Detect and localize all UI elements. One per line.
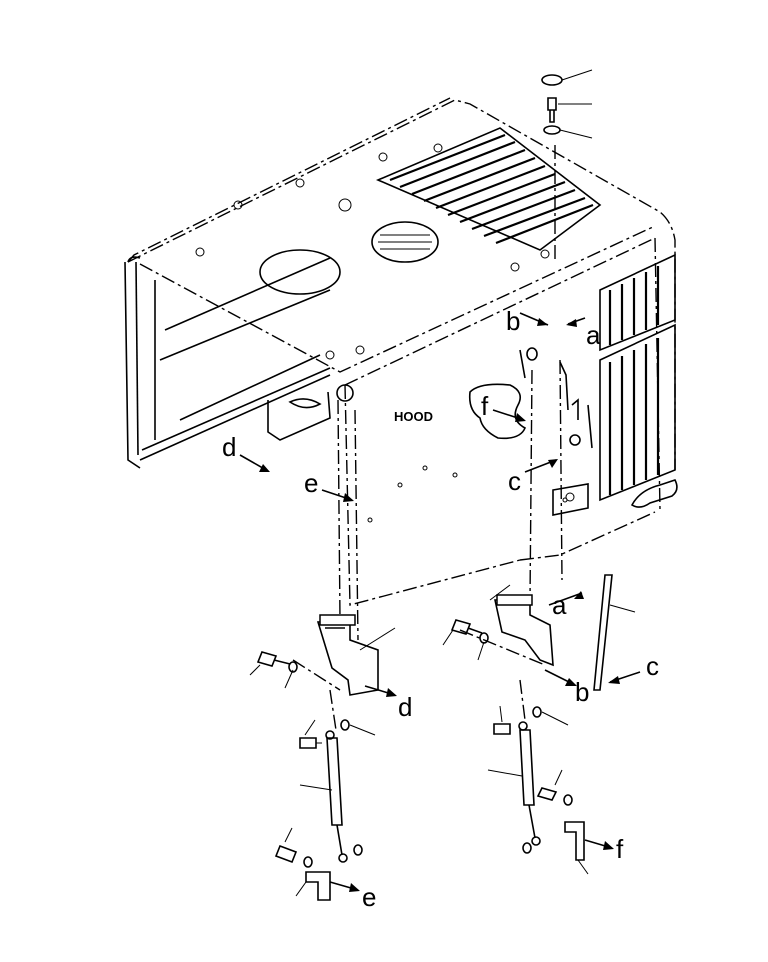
upper-latch-hardware xyxy=(519,347,593,516)
assembly-guide-lines xyxy=(292,145,563,731)
callout-f-lower: f xyxy=(616,834,624,864)
callout-b-upper: b xyxy=(506,306,520,336)
callout-d-upper: d xyxy=(222,432,236,462)
bolts-washers xyxy=(249,619,573,868)
callout-e-upper: e xyxy=(304,468,318,498)
side-vents xyxy=(599,253,678,508)
top-hardware xyxy=(541,69,593,139)
right-hinge-bracket xyxy=(489,584,554,667)
top-bolt-holes xyxy=(195,143,550,360)
callout-arrows xyxy=(239,312,641,892)
callout-d-lower: d xyxy=(398,692,412,722)
hood-latch-handle xyxy=(468,383,527,440)
callout-f-upper: f xyxy=(481,391,489,421)
left-gas-strut xyxy=(299,730,348,863)
support-rod xyxy=(593,574,636,691)
callout-a-lower: a xyxy=(552,590,567,620)
right-strut-bracket xyxy=(564,821,589,875)
callout-a-upper: a xyxy=(586,320,601,350)
left-strut-bracket xyxy=(295,871,331,901)
top-grill xyxy=(375,127,602,251)
hood-body xyxy=(124,97,676,606)
callout-e-lower: e xyxy=(362,882,376,912)
front-face-holes xyxy=(367,465,568,523)
callout-c-upper: c xyxy=(508,466,521,496)
hood-label: HOOD xyxy=(394,409,433,424)
right-gas-strut xyxy=(487,721,541,846)
callout-c-lower: c xyxy=(646,651,659,681)
top-openings xyxy=(259,221,439,295)
callout-b-lower: b xyxy=(575,677,589,707)
